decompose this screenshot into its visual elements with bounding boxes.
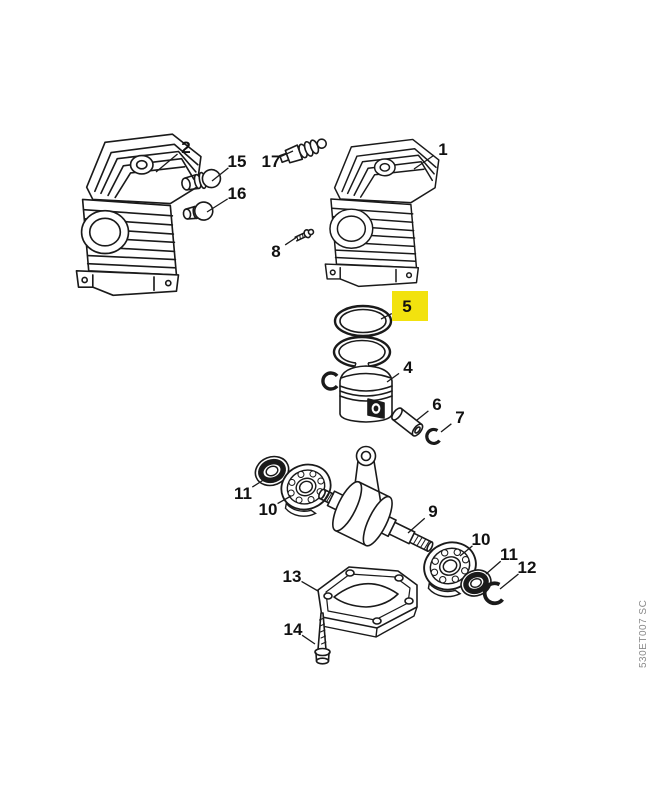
callout-leader-line xyxy=(413,154,435,170)
callout-leader-line xyxy=(284,236,298,246)
callout-8[interactable]: 8 xyxy=(271,236,298,261)
callout-highlight-box xyxy=(392,291,428,321)
piston-4-drawing xyxy=(339,365,393,423)
circlip-left-drawing xyxy=(321,371,339,391)
callout-number: 14 xyxy=(284,620,303,639)
wrist-pin-6-drawing xyxy=(391,407,424,437)
callout-15[interactable]: 15 xyxy=(211,152,247,182)
callout-number: 4 xyxy=(403,358,413,377)
valve-8-drawing xyxy=(294,228,315,242)
callout-11[interactable]: 11 xyxy=(234,478,266,503)
callout-4[interactable]: 4 xyxy=(386,358,413,383)
circlip-12-drawing xyxy=(482,581,504,606)
piston-ring-second-drawing xyxy=(332,335,392,368)
callout-leader-line xyxy=(280,150,294,158)
callout-number: 7 xyxy=(455,408,464,427)
callout-number: 10 xyxy=(472,530,491,549)
callout-leader-line xyxy=(155,153,178,173)
oil-seal-11-left-drawing xyxy=(254,455,290,487)
callout-13[interactable]: 13 xyxy=(283,567,319,592)
callout-leader-line xyxy=(206,198,229,213)
callout-7[interactable]: 7 xyxy=(440,408,465,433)
callout-leader-line xyxy=(277,495,292,505)
doc-code-watermark: 530ET007 SC xyxy=(638,600,649,668)
callout-leader-line xyxy=(211,167,229,182)
callout-leader-line xyxy=(440,423,452,433)
plug-16-drawing xyxy=(182,201,214,221)
callout-16[interactable]: 16 xyxy=(206,184,247,213)
callout-number: 15 xyxy=(228,152,247,171)
callout-12[interactable]: 12 xyxy=(499,558,537,590)
plug-15-drawing xyxy=(181,168,222,191)
spark-plug-17-drawing xyxy=(279,138,328,164)
callout-leader-line xyxy=(485,560,502,575)
cylinder-assembly-1-drawing xyxy=(324,138,440,288)
callout-number: 8 xyxy=(271,242,280,261)
callout-leader-line xyxy=(251,478,266,488)
callout-number: 2 xyxy=(181,138,190,157)
callout-11[interactable]: 11 xyxy=(485,545,518,575)
callout-number: 10 xyxy=(259,500,278,519)
callout-17[interactable]: 17 xyxy=(262,150,294,171)
callout-10[interactable]: 10 xyxy=(459,530,491,557)
callout-9[interactable]: 9 xyxy=(407,502,438,534)
callout-leader-line xyxy=(459,545,473,557)
callout-number: 17 xyxy=(262,152,281,171)
callout-leader-line xyxy=(301,634,316,645)
callout-number: 6 xyxy=(432,395,441,414)
callout-number: 12 xyxy=(518,558,537,577)
callout-number: 16 xyxy=(228,184,247,203)
callout-leader-line xyxy=(380,313,393,320)
callout-leader-line xyxy=(407,517,426,534)
callout-number: 11 xyxy=(234,484,252,503)
callout-5[interactable]: 5 xyxy=(380,291,428,321)
callout-1[interactable]: 1 xyxy=(413,140,448,170)
callout-number: 5 xyxy=(402,297,411,316)
callout-leader-line xyxy=(416,410,429,421)
callout-number: 11 xyxy=(500,545,518,564)
callout-leader-line xyxy=(499,573,519,590)
callout-2[interactable]: 2 xyxy=(155,138,191,173)
callout-14[interactable]: 14 xyxy=(284,620,316,645)
callout-leader-line xyxy=(386,372,400,383)
callout-6[interactable]: 6 xyxy=(416,395,442,421)
screw-14-drawing xyxy=(314,612,331,665)
crankshaft-9-drawing xyxy=(318,445,434,552)
cylinder-assembly-2-drawing xyxy=(75,133,202,297)
callout-number: 13 xyxy=(283,567,302,586)
circlip-7-drawing xyxy=(425,427,441,446)
callout-number: 1 xyxy=(438,140,447,159)
callout-number: 9 xyxy=(428,502,437,521)
callout-leader-line xyxy=(301,580,319,592)
engine-pan-13-drawing xyxy=(317,566,418,638)
piston-ring-5-drawing xyxy=(333,304,393,338)
callout-10[interactable]: 10 xyxy=(259,495,292,519)
